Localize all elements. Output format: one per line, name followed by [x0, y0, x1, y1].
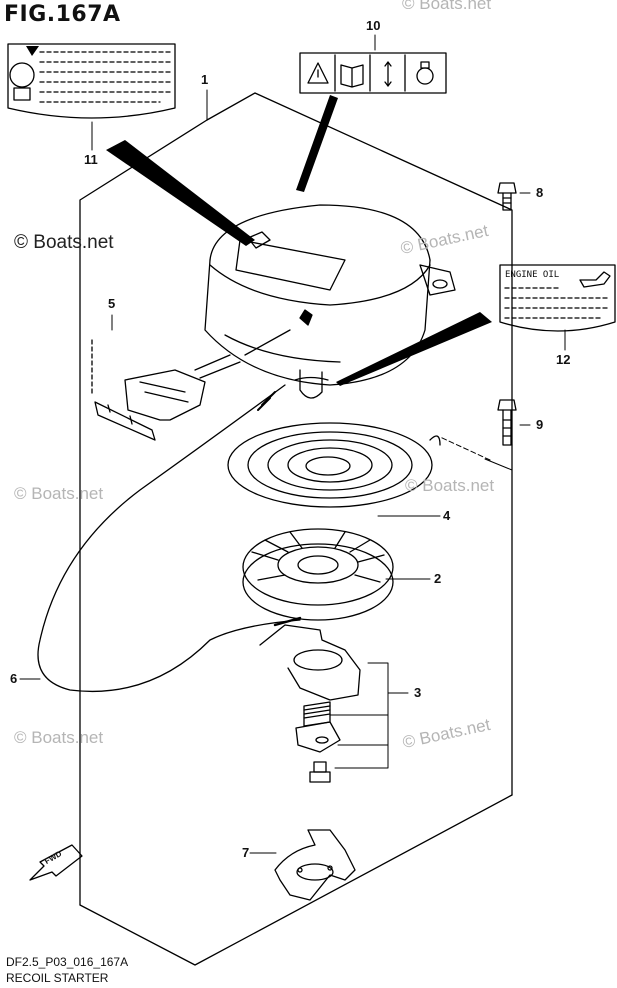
engine-oil-sticker: [499, 264, 616, 332]
callout-7: 7: [242, 845, 250, 860]
watermark-top-right: © Boats.net: [402, 0, 492, 13]
watermark-left-1: © Boats.net: [14, 484, 104, 503]
assembly-frame: [79, 92, 513, 966]
watermark-left-2: © Boats.net: [14, 728, 104, 747]
leader-wedges: [106, 95, 492, 386]
engine-oil-label: ENGINE OIL: [505, 270, 560, 280]
leader-lines: [19, 34, 566, 854]
callout-6: 6: [10, 671, 18, 686]
callout-10: 10: [366, 18, 381, 33]
figure-title: FIG.167A: [4, 2, 121, 27]
callout-8: 8: [536, 185, 544, 200]
callout-2: 2: [434, 571, 442, 586]
callout-11: 11: [84, 152, 98, 167]
callout-3: 3: [414, 685, 422, 700]
fwd-arrow: [29, 844, 83, 881]
warning-label-sticker: [7, 43, 176, 119]
rope-part-6: [37, 384, 301, 693]
bolt-part-9: [497, 399, 517, 446]
drive-plate-part-7: [274, 829, 356, 901]
drawing-code: DF2.5_P03_016_167A: [6, 955, 129, 969]
callout-4: 4: [443, 508, 451, 523]
watermark-right-1: © Boats.net: [405, 476, 495, 495]
callout-9: 9: [536, 417, 544, 432]
reel-part-2: [242, 528, 394, 621]
ratchet-part-3: [259, 616, 361, 783]
handle-part-5: [91, 329, 291, 441]
starter-housing-part-1: [204, 204, 456, 399]
icon-strip-sticker: [299, 52, 447, 94]
watermark-main: © Boats.net: [14, 232, 114, 253]
callout-5: 5: [108, 296, 116, 311]
callout-12: 12: [556, 352, 571, 367]
drawing-caption: RECOIL STARTER: [6, 971, 109, 985]
bolt-part-8: [497, 182, 517, 211]
spring-part-4: [227, 422, 441, 508]
callout-1: 1: [201, 72, 209, 87]
